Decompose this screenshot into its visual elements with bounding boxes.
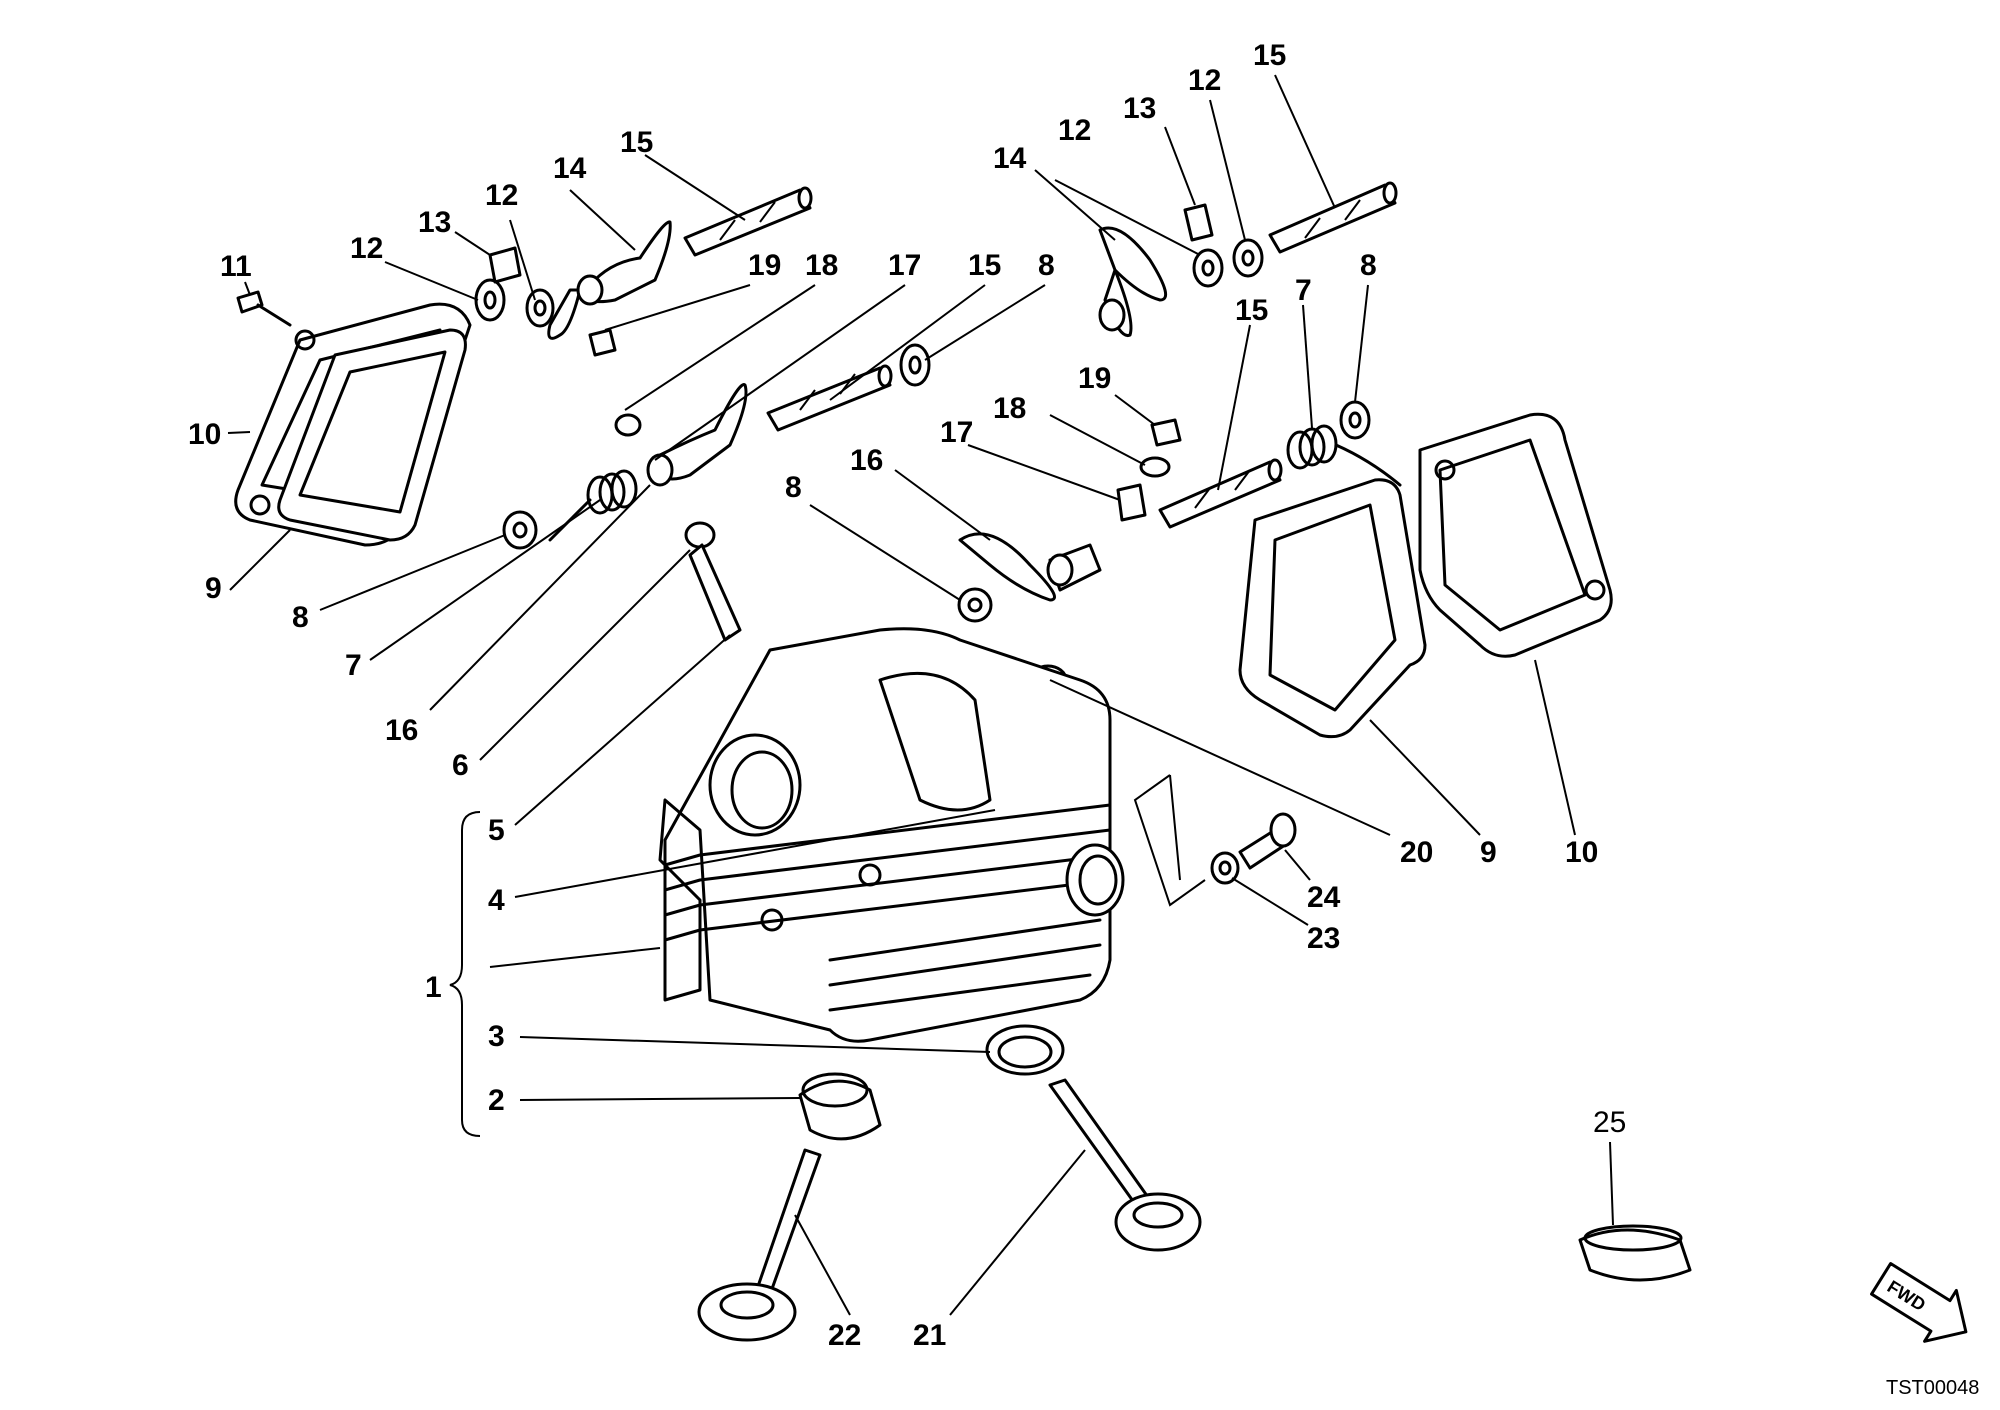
callout-14-right: 14 <box>993 142 1027 175</box>
callout-8-left-lower: 8 <box>292 601 309 634</box>
callout-13-left: 13 <box>418 206 451 239</box>
cap-25 <box>1578 1224 1692 1282</box>
left-gasket <box>277 328 467 542</box>
right-gasket <box>1238 478 1427 739</box>
group-bracket <box>449 811 481 1137</box>
left-rocker-upper <box>547 220 672 340</box>
callout-16-right: 16 <box>850 444 883 477</box>
left-rocker-lower <box>646 383 748 487</box>
callout-12-right-a: 12 <box>1058 114 1091 147</box>
callout-labels: 1 2 3 4 5 6 7 8 9 10 11 12 13 12 14 15 1… <box>188 39 1626 1352</box>
callout-10-right: 10 <box>1565 836 1598 869</box>
right-spring <box>1286 424 1402 487</box>
left-spring <box>548 469 638 542</box>
callout-3: 3 <box>488 1020 505 1053</box>
valve-seat-2 <box>798 1072 882 1141</box>
valve-22 <box>697 1148 822 1342</box>
left-rocker-shaft-lower <box>766 364 893 432</box>
left-washers <box>474 246 555 328</box>
right-washer-8-lower <box>957 587 993 623</box>
right-shim-parts <box>1116 418 1182 522</box>
valve-guide-left <box>684 521 742 642</box>
left-washer-8-lower <box>502 510 538 550</box>
callout-7-left: 7 <box>345 649 362 682</box>
callout-25: 25 <box>1593 1106 1626 1139</box>
callout-12-left-a: 12 <box>350 232 383 265</box>
callout-23: 23 <box>1307 922 1340 955</box>
valve-seat-3 <box>985 1024 1065 1076</box>
callout-12-left-b: 12 <box>485 179 518 212</box>
callout-19-right: 19 <box>1078 362 1111 395</box>
washer-23 <box>1210 851 1240 885</box>
callout-2: 2 <box>488 1084 505 1117</box>
right-rocker-shaft-lower <box>1158 458 1283 529</box>
callout-24: 24 <box>1307 881 1341 914</box>
callout-6: 6 <box>452 749 469 782</box>
callout-19-left: 19 <box>748 249 781 282</box>
callout-17-left: 17 <box>888 249 921 282</box>
callout-13-right: 13 <box>1123 92 1156 125</box>
callout-17-right: 17 <box>940 416 973 449</box>
screw-11 <box>236 290 292 327</box>
callout-10-left: 10 <box>188 418 221 451</box>
callout-16-left: 16 <box>385 714 418 747</box>
bolt-24 <box>1238 812 1297 870</box>
right-washer-8-upper <box>1339 400 1371 440</box>
right-valve-cover <box>1418 412 1613 658</box>
right-rocker-upper <box>1098 226 1168 338</box>
fwd-arrow-icon: FWD <box>1870 1262 1968 1343</box>
callout-14-left: 14 <box>553 152 587 185</box>
right-washers <box>1183 203 1264 288</box>
leader-lines <box>227 74 1614 1316</box>
callout-20: 20 <box>1400 836 1433 869</box>
right-rocker-shaft-upper <box>1268 181 1398 254</box>
cylinder-head <box>658 627 1125 1043</box>
callout-11: 11 <box>220 250 252 283</box>
callout-9-right: 9 <box>1480 836 1497 869</box>
left-rocker-shaft-upper <box>683 186 813 257</box>
callout-7-right: 7 <box>1295 274 1312 307</box>
callout-8-right-upper: 8 <box>1360 249 1377 282</box>
left-shim-parts <box>588 328 642 437</box>
callout-1: 1 <box>425 971 442 1004</box>
callout-15-right-lower: 15 <box>1235 294 1268 327</box>
callout-5: 5 <box>488 814 505 847</box>
callout-8-left-upper: 8 <box>1038 249 1055 282</box>
callout-18-right: 18 <box>993 392 1026 425</box>
callout-15-left-lower: 15 <box>968 249 1001 282</box>
callout-15-right-upper: 15 <box>1253 39 1286 72</box>
callout-12-right-b: 12 <box>1188 64 1221 97</box>
callout-18-left: 18 <box>805 249 838 282</box>
callout-21: 21 <box>913 1319 946 1352</box>
callout-9-left: 9 <box>205 572 222 605</box>
left-washer-8-upper <box>899 343 931 387</box>
right-rocker-lower <box>958 532 1102 602</box>
callout-15-left-upper: 15 <box>620 126 653 159</box>
callout-4: 4 <box>488 884 505 917</box>
callout-8-right-lower: 8 <box>785 471 802 504</box>
callout-22: 22 <box>828 1319 861 1352</box>
valve-21 <box>1048 1078 1202 1252</box>
drawing-code: TST00048 <box>1886 1377 1979 1399</box>
